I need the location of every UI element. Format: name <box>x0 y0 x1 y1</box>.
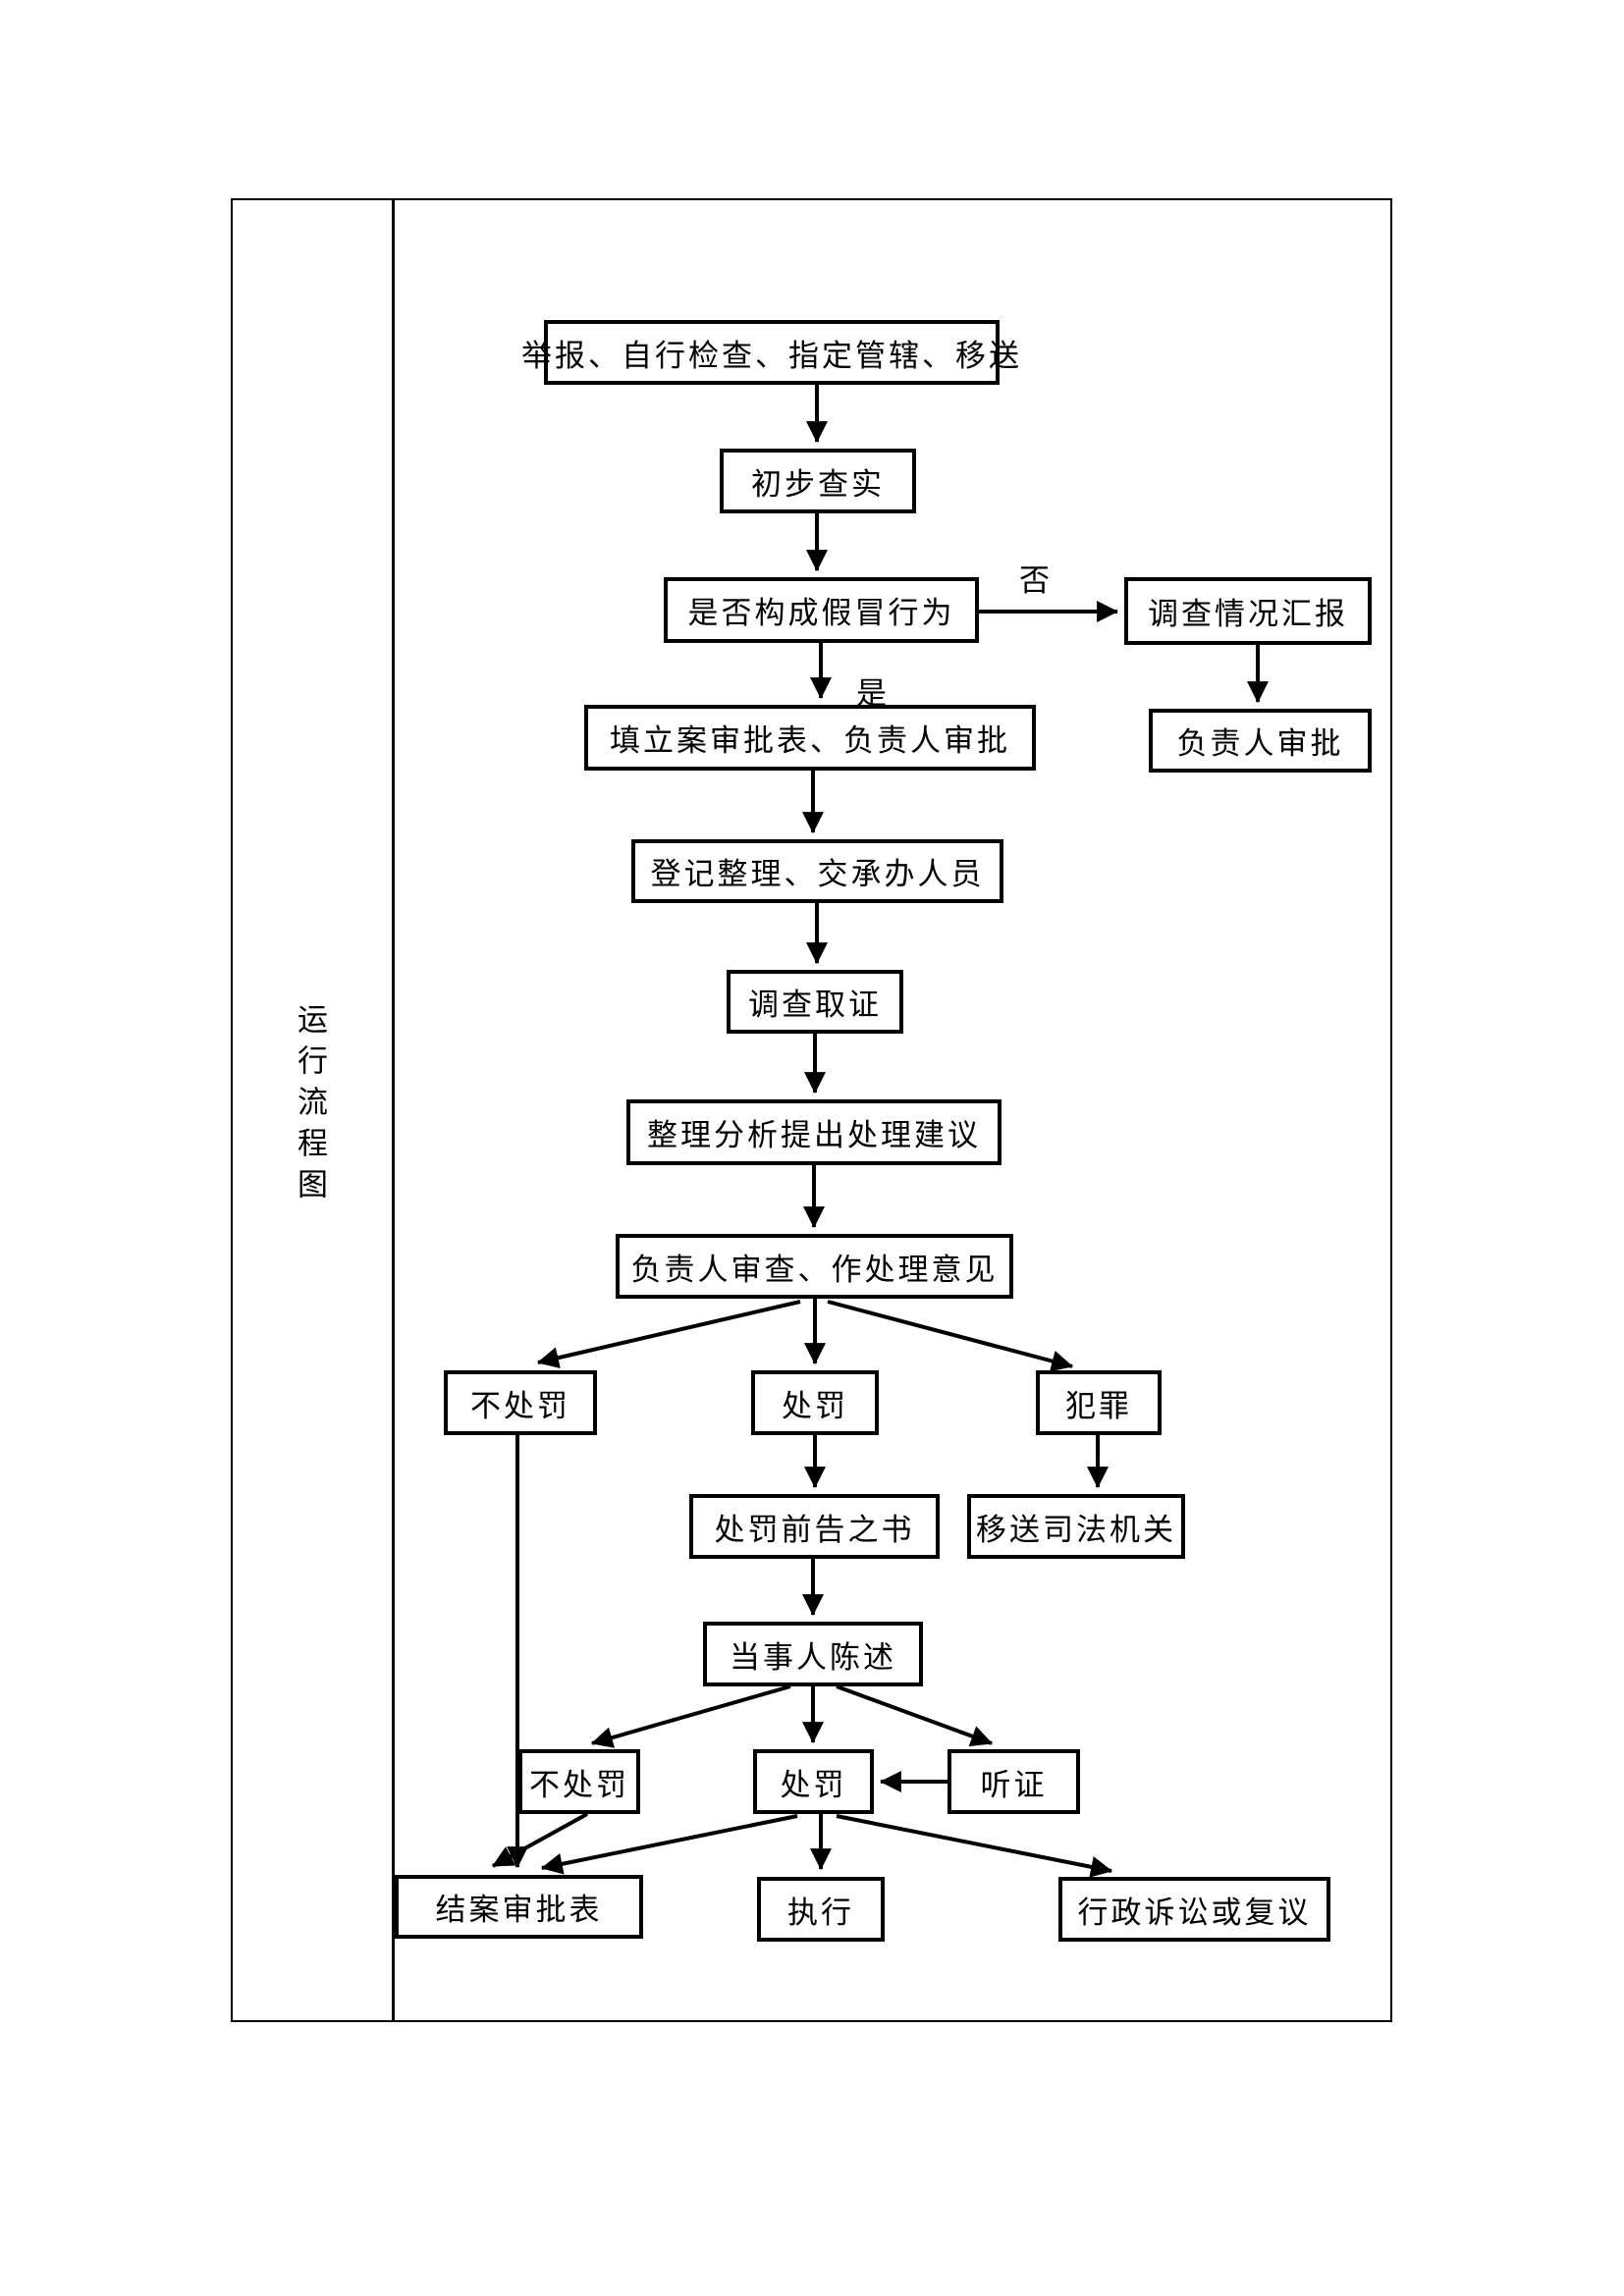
table-frame <box>231 198 1392 2022</box>
table-divider <box>392 198 395 2022</box>
node-penalty-1: 处罚 <box>751 1370 879 1435</box>
node-penalty-2: 处罚 <box>753 1749 874 1814</box>
node-case-closing-form: 结案审批表 <box>395 1875 643 1939</box>
arrow-penalty2-litigation <box>836 1814 1113 1878</box>
sidebar-vertical-title: 运行流程图 <box>293 1003 327 1209</box>
node-party-statement: 当事人陈述 <box>703 1622 923 1686</box>
node-evidence-collection: 调查取证 <box>727 970 903 1034</box>
node-penalty-prenotice: 处罚前告之书 <box>689 1494 940 1559</box>
node-leader-review: 负责人审查、作处理意见 <box>616 1234 1013 1299</box>
node-transfer-judicial: 移送司法机关 <box>967 1494 1185 1559</box>
node-no-penalty-2: 不处罚 <box>518 1749 640 1814</box>
node-initial-verification: 初步查实 <box>720 449 916 513</box>
node-leader-approval-right: 负责人审批 <box>1149 709 1372 773</box>
node-execution: 执行 <box>757 1877 885 1942</box>
node-hearing: 听证 <box>947 1749 1080 1814</box>
arrow-leaderreview-crime <box>827 1300 1074 1372</box>
arrow-penalty2-closing <box>540 1814 798 1875</box>
arrow-nopenalty2-closing <box>492 1812 588 1868</box>
arrow-statement-nopenalty2 <box>590 1684 791 1748</box>
node-admin-litigation: 行政诉讼或复议 <box>1058 1877 1330 1942</box>
node-case-filing: 填立案审批表、负责人审批 <box>584 705 1036 771</box>
node-no-penalty-1: 不处罚 <box>444 1370 597 1435</box>
node-analysis-suggestion: 整理分析提出处理建议 <box>626 1099 1001 1165</box>
edge-label-no: 否 <box>1019 563 1050 598</box>
node-sources: 举报、自行检查、指定管辖、移送 <box>521 320 1019 385</box>
edge-label-yes: 是 <box>856 676 887 711</box>
arrow-statement-hearing <box>836 1684 994 1747</box>
node-is-counterfeit-decision: 是否构成假冒行为 <box>664 577 979 643</box>
node-crime: 犯罪 <box>1036 1370 1162 1435</box>
arrow-leaderreview-nopenalty1 <box>536 1300 801 1368</box>
node-investigation-report: 调查情况汇报 <box>1124 577 1372 645</box>
node-register-assign: 登记整理、交承办人员 <box>631 839 1003 903</box>
